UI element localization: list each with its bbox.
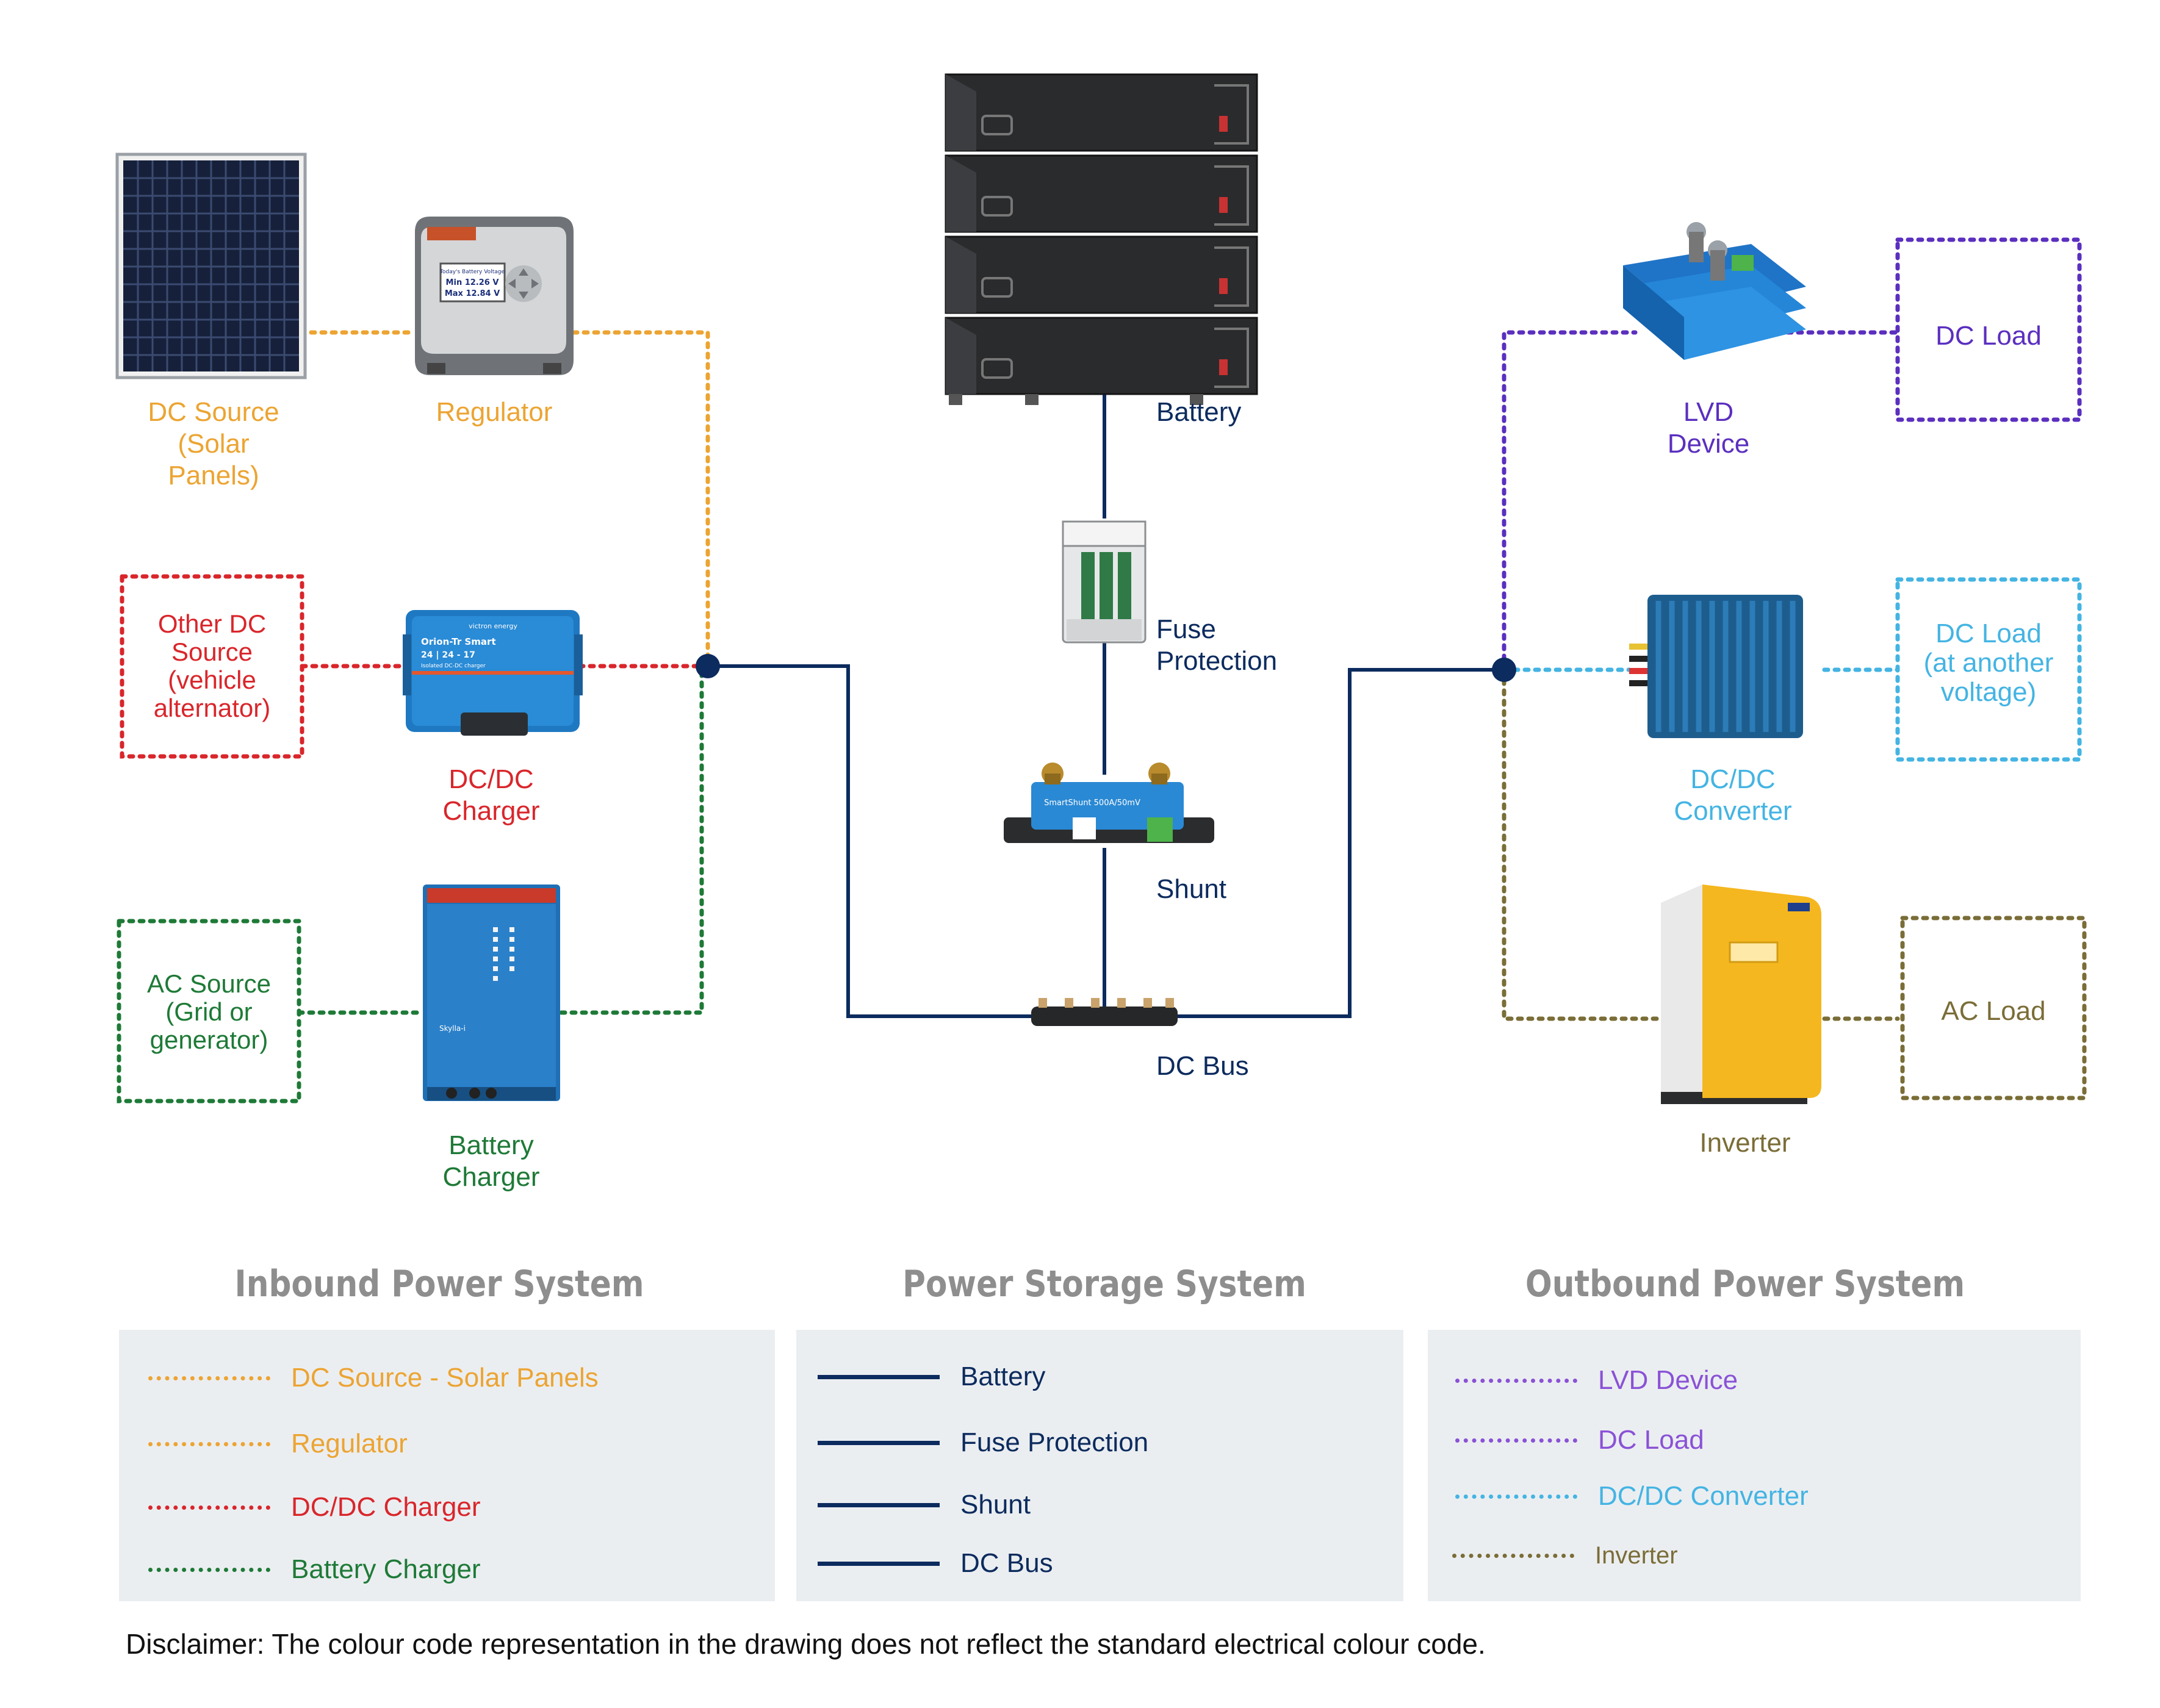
- dcdc-converter-label: DC/DC Converter: [1674, 764, 1792, 826]
- inverter-wire: [1502, 667, 1900, 1021]
- dcdc-charger-icon: victron energy Orion-Tr Smart 24 | 24 - …: [403, 610, 583, 736]
- outbound-junction: [1492, 658, 1516, 682]
- other-dc-source-label: Other DC Source (vehicle alternator): [153, 609, 271, 722]
- shunt-icon: SmartShunt 500A/50mV: [1004, 762, 1214, 843]
- dc-load-label: DC Load: [1935, 321, 2042, 351]
- legend-swatch: [148, 1376, 270, 1380]
- busbar-icon: [1031, 998, 1178, 1026]
- inverter-label: Inverter: [1699, 1128, 1791, 1158]
- svg-text:Today's Battery Voltage: Today's Battery Voltage: [439, 269, 505, 275]
- legend-item: Fuse Protection: [818, 1427, 1148, 1458]
- legend-swatch: [148, 1505, 270, 1510]
- battery-rack-icon: [945, 73, 1258, 405]
- legend-swatch: [1455, 1494, 1577, 1499]
- other-dc-source-box: [120, 574, 304, 759]
- legend-item: Battery: [818, 1362, 1045, 1392]
- legend-swatch: [1455, 1378, 1577, 1383]
- legend-item: DC/DC Converter: [1455, 1481, 1809, 1512]
- svg-text:Isolated DC-DC charger: Isolated DC-DC charger: [421, 663, 486, 669]
- disclaimer: Disclaimer: The colour code representati…: [126, 1628, 1486, 1660]
- shunt-label: Shunt: [1156, 874, 1226, 904]
- svg-text:Skylla-i: Skylla-i: [439, 1024, 466, 1033]
- legend-item-label: Shunt: [960, 1490, 1031, 1520]
- ac-source-label: AC Source (Grid or generator): [146, 969, 272, 1054]
- legend-item: Shunt: [818, 1490, 1031, 1520]
- dc-load-other-voltage-box: [1895, 577, 2082, 762]
- legend-swatch: [818, 1374, 940, 1379]
- legend-swatch: [148, 1441, 270, 1446]
- regulator-icon: Today's Battery Voltage Min 12.26 V Max …: [415, 217, 574, 375]
- svg-text:Min 12.26 V: Min 12.26 V: [446, 278, 499, 287]
- svg-text:SmartShunt 500A/50mV: SmartShunt 500A/50mV: [1044, 798, 1140, 808]
- legend-item-label: Fuse Protection: [960, 1427, 1149, 1457]
- solar-panel-label: DC Source (Solar Panels): [148, 397, 279, 490]
- storage-legend-title: Power Storage System: [902, 1263, 1306, 1305]
- inverter-icon: [1661, 884, 1821, 1104]
- ac-load-label: AC Load: [1941, 996, 2046, 1026]
- legend-item-label: Battery: [960, 1362, 1046, 1391]
- dc-bus-label: DC Bus: [1156, 1051, 1249, 1081]
- legend-item: DC/DC Charger: [148, 1492, 481, 1523]
- legend-item-label: Regulator: [291, 1429, 408, 1459]
- storage-wire: [708, 384, 1504, 1018]
- inbound-legend-title: Inbound Power System: [234, 1263, 644, 1305]
- legend-item-label: DC Load: [1598, 1425, 1704, 1455]
- battery-charger-wire: [297, 664, 704, 1015]
- battery-label: Battery: [1156, 397, 1242, 427]
- legend-swatch: [818, 1502, 940, 1507]
- storage-legend: Battery Fuse Protection Shunt DC Bus: [796, 1330, 1403, 1601]
- battery-charger-label: Battery Charger: [442, 1130, 540, 1192]
- legend-swatch: [148, 1567, 270, 1572]
- legend-item-label: DC/DC Converter: [1598, 1481, 1809, 1511]
- solar-wire: [309, 330, 710, 669]
- fuse-holder-icon: [1062, 520, 1147, 644]
- regulator-label: Regulator: [436, 397, 553, 427]
- legend-item: DC Source - Solar Panels: [148, 1363, 599, 1393]
- legend-item-label: DC Bus: [960, 1548, 1053, 1578]
- svg-text:Orion-Tr Smart: Orion-Tr Smart: [421, 636, 496, 647]
- fuse-protection-label: Fuse Protection: [1156, 614, 1278, 676]
- dc-load-box: [1895, 237, 2082, 422]
- legend-item: DC Bus: [818, 1548, 1053, 1579]
- legend-item-label: LVD Device: [1598, 1365, 1738, 1395]
- legend-item: Inverter: [1452, 1542, 1678, 1570]
- dcdc-converter-icon: [1629, 595, 1803, 738]
- legend-swatch: [1452, 1554, 1574, 1558]
- solar-panel-icon: [115, 152, 307, 379]
- inbound-legend: DC Source - Solar Panels Regulator DC/DC…: [119, 1330, 775, 1601]
- outbound-legend-title: Outbound Power System: [1525, 1263, 1965, 1305]
- legend-swatch: [1455, 1438, 1577, 1443]
- legend-item-label: Inverter: [1595, 1542, 1678, 1569]
- lvd-device-icon: [1623, 222, 1806, 360]
- lvd-device-label: LVD Device: [1667, 397, 1750, 459]
- svg-text:victron energy: victron energy: [469, 622, 517, 630]
- ac-load-box: [1900, 916, 2087, 1100]
- inbound-junction: [696, 654, 720, 678]
- dcdc-charger-label: DC/DC Charger: [442, 764, 540, 826]
- legend-swatch: [818, 1561, 940, 1566]
- legend-item-label: Battery Charger: [291, 1554, 481, 1584]
- legend-item-label: DC/DC Charger: [291, 1492, 481, 1522]
- outbound-legend: LVD Device DC Load DC/DC Converter Inver…: [1428, 1330, 2081, 1601]
- legend-swatch: [818, 1440, 940, 1445]
- ac-source-box: [117, 919, 301, 1103]
- svg-text:24 | 24 - 17: 24 | 24 - 17: [421, 650, 475, 660]
- legend-item: Regulator: [148, 1429, 408, 1459]
- battery-charger-icon: Skylla-i: [423, 884, 560, 1101]
- lvd-wire: [1502, 330, 1900, 672]
- legend-item: DC Load: [1455, 1425, 1704, 1455]
- legend-item-label: DC Source - Solar Panels: [291, 1363, 599, 1393]
- legend-item: Battery Charger: [148, 1554, 481, 1585]
- legend-item: LVD Device: [1455, 1365, 1738, 1396]
- svg-text:Max 12.84 V: Max 12.84 V: [445, 289, 500, 298]
- dc-load-other-voltage-label: DC Load (at another voltage): [1923, 619, 2054, 707]
